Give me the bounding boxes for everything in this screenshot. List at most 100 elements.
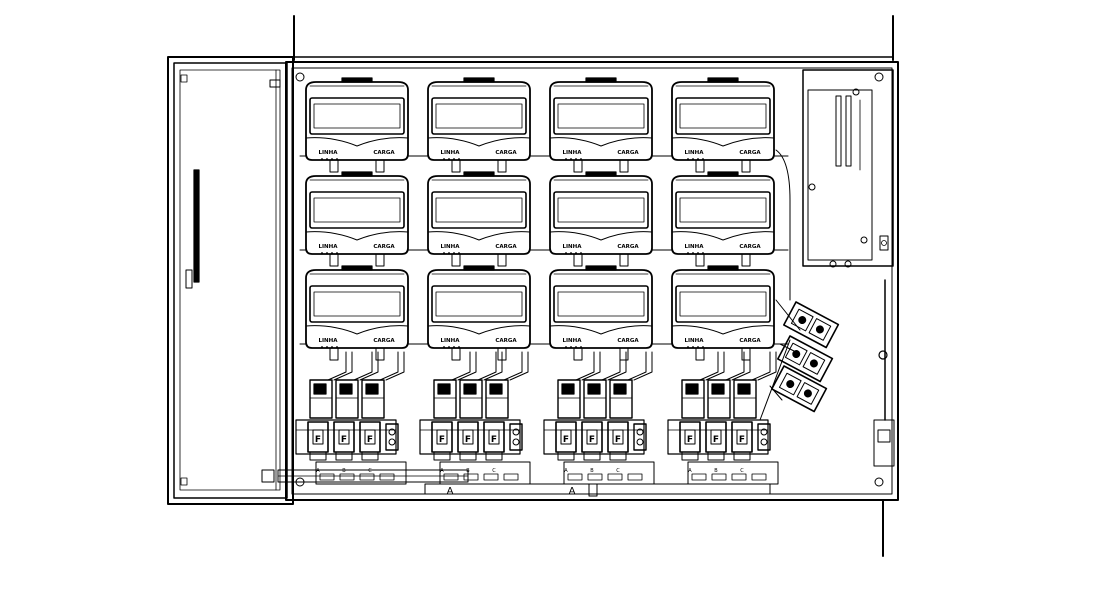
hinge-icon: [261, 469, 275, 483]
energy-meter: LINHA CARGA: [299, 265, 423, 361]
svg-text:F: F: [341, 435, 347, 445]
neutral-terminal: [509, 423, 523, 451]
meter-label-line: LINHA: [684, 150, 704, 156]
circuit-breaker: FC: [483, 421, 505, 474]
svg-text:F: F: [439, 435, 445, 445]
circuit-breaker: FC: [731, 421, 753, 474]
svg-text:F: F: [739, 435, 745, 445]
door-panel: [167, 56, 294, 505]
meter-grid: LINHA CARGA LINHA CARGA LINHA CARGA LINHA CARGA…: [299, 77, 789, 361]
relay-module: [733, 379, 757, 419]
phase-letter: B: [342, 468, 346, 474]
circuit-breaker: FC: [359, 421, 381, 474]
relay-module: [459, 379, 483, 419]
circuit-breaker: FA: [431, 421, 453, 474]
energy-meter: LINHA CARGA: [543, 265, 667, 361]
energy-meter: LINHA CARGA: [421, 77, 545, 173]
relay-module: [485, 379, 509, 419]
relay-module: [361, 379, 385, 419]
circuit-breaker: FB: [333, 421, 355, 474]
meter-label-load: CARGA: [373, 150, 395, 156]
energy-meter: LINHA CARGA: [665, 77, 789, 173]
meter-label-line: LINHA: [562, 338, 582, 344]
circuit-breaker: FB: [705, 421, 727, 474]
wiring: [327, 351, 777, 381]
enclosure-body: [277, 15, 899, 557]
phase-letter: C: [616, 468, 620, 474]
angled-connector: [770, 365, 828, 413]
connector-blocks: [759, 149, 840, 421]
meter-label-line: LINHA: [684, 338, 704, 344]
circuit-breaker: FA: [555, 421, 577, 474]
phase-letter: B: [590, 468, 594, 474]
phase-letter: A: [316, 468, 320, 474]
energy-meter: LINHA CARGA: [543, 77, 667, 173]
meter-label-load: CARGA: [495, 244, 517, 250]
energy-meter: LINHA CARGA: [421, 171, 545, 267]
meter-label-load: CARGA: [373, 244, 395, 250]
meter-label-load: CARGA: [739, 150, 761, 156]
meter-label-line: LINHA: [562, 244, 582, 250]
circuit-breaker: FC: [607, 421, 629, 474]
meter-label-line: LINHA: [440, 338, 460, 344]
meter-label-load: CARGA: [617, 244, 639, 250]
bus-mark: A: [447, 486, 454, 497]
meter-label-line: LINHA: [318, 244, 338, 250]
phase-letter: A: [564, 468, 568, 474]
circuit-breaker: FB: [581, 421, 603, 474]
svg-text:F: F: [465, 435, 471, 445]
neutral-terminal: [385, 423, 399, 451]
meter-label-load: CARGA: [495, 338, 517, 344]
meter-label-load: CARGA: [617, 338, 639, 344]
angled-connector: [776, 335, 834, 383]
svg-text:F: F: [589, 435, 595, 445]
svg-text:F: F: [615, 435, 621, 445]
energy-meter: LINHA CARGA: [665, 265, 789, 361]
circuit-breaker: FB: [457, 421, 479, 474]
meter-label-load: CARGA: [739, 338, 761, 344]
meter-label-line: LINHA: [318, 150, 338, 156]
hinge-icon: [269, 79, 281, 88]
phase-letter: B: [466, 468, 470, 474]
phase-letter: C: [492, 468, 496, 474]
svg-text:F: F: [687, 435, 693, 445]
svg-text:F: F: [491, 435, 497, 445]
energy-meter: LINHA CARGA: [665, 171, 789, 267]
circuit-breaker: FA: [679, 421, 701, 474]
relay-module: [707, 379, 731, 419]
relay-module: [583, 379, 607, 419]
neutral-terminal: [757, 423, 771, 451]
bus-mark: A: [569, 486, 576, 497]
meter-label-line: LINHA: [440, 244, 460, 250]
meter-label-line: LINHA: [318, 338, 338, 344]
energy-meter: LINHA CARGA: [299, 77, 423, 173]
angled-connector: [782, 301, 840, 349]
relay-module: [681, 379, 705, 419]
energy-meter: LINHA CARGA: [543, 171, 667, 267]
neutral-terminal: [633, 423, 647, 451]
relay-module: [309, 379, 333, 419]
relay-module: [557, 379, 581, 419]
meter-label-load: CARGA: [617, 150, 639, 156]
meter-label-load: CARGA: [739, 244, 761, 250]
phase-letter: C: [368, 468, 372, 474]
meter-label-line: LINHA: [684, 244, 704, 250]
door-handle-icon: [193, 169, 200, 283]
phase-letter: B: [714, 468, 718, 474]
energy-meter: LINHA CARGA: [421, 265, 545, 361]
meter-label-load: CARGA: [373, 338, 395, 344]
relay-module: [433, 379, 457, 419]
phase-letter: A: [688, 468, 692, 474]
phase-letter: C: [740, 468, 744, 474]
meter-label-line: LINHA: [562, 150, 582, 156]
meter-label-line: LINHA: [440, 150, 460, 156]
meter-label-load: CARGA: [495, 150, 517, 156]
relay-module: [609, 379, 633, 419]
relay-module: [335, 379, 359, 419]
